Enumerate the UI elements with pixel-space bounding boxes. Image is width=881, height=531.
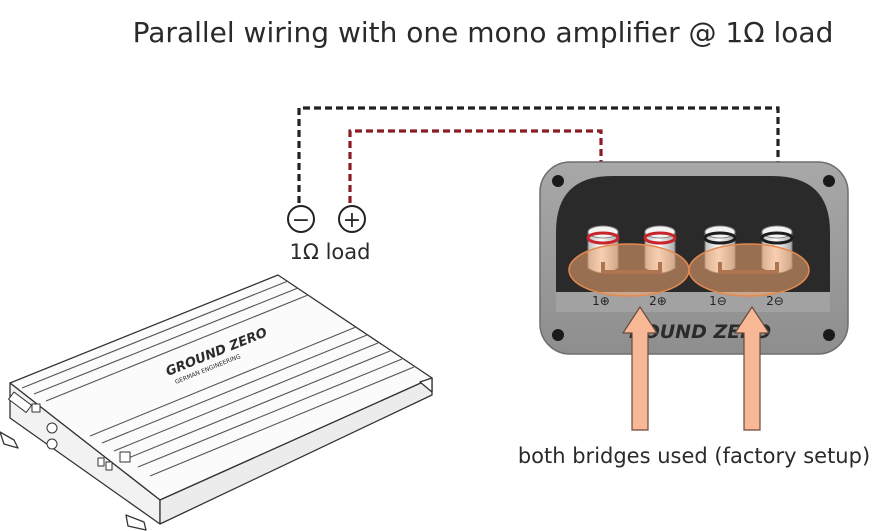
- svg-text:−: −: [292, 208, 310, 233]
- amp-negative-terminal: −: [287, 205, 315, 233]
- bridge-positive: [568, 243, 690, 297]
- screw-icon: [552, 175, 564, 187]
- terminal-box-logo: ROUND ZERO: [629, 321, 771, 343]
- bridge-annotation: both bridges used (factory setup): [518, 444, 870, 468]
- arrow-to-negative-bridge: [733, 305, 771, 431]
- terminal-label: 2⊖: [766, 294, 784, 308]
- terminal-label: 2⊕: [649, 294, 667, 308]
- screw-icon: [823, 175, 835, 187]
- load-label: 1Ω load: [290, 240, 371, 264]
- screw-icon: [823, 329, 835, 341]
- diagram-title: Parallel wiring with one mono amplifier …: [133, 16, 834, 49]
- svg-text:+: +: [343, 208, 361, 233]
- mono-amplifier: GROUND ZERO GERMAN ENGINEERING: [0, 274, 433, 531]
- bridge-negative: [688, 243, 810, 297]
- arrow-to-positive-bridge: [621, 305, 659, 431]
- amp-positive-terminal: +: [338, 205, 366, 233]
- terminal-label: 1⊕: [592, 294, 610, 308]
- screw-icon: [552, 329, 564, 341]
- speaker-terminal-box: 1⊕ 2⊕ 1⊖ 2⊖ ROUND ZERO: [539, 161, 849, 355]
- positive-wire: [348, 129, 603, 228]
- terminal-label: 1⊖: [709, 294, 727, 308]
